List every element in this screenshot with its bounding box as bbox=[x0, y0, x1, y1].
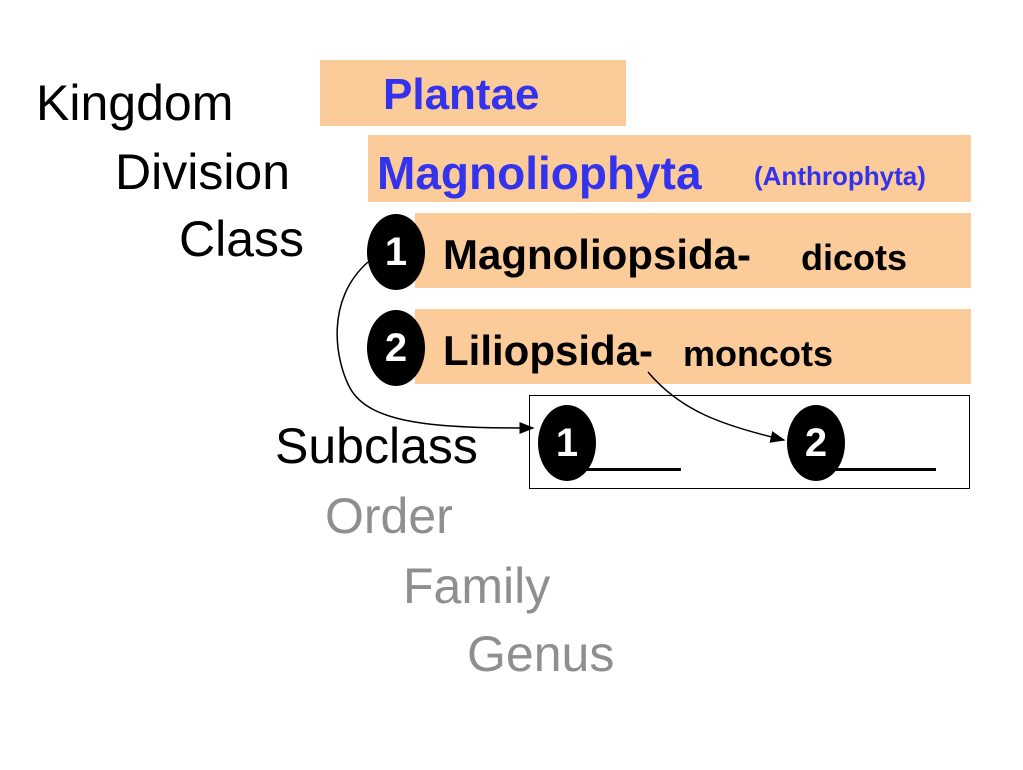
division-box: Magnoliophyta (Anthrophyta) bbox=[368, 135, 971, 202]
rank-genus: Genus bbox=[467, 626, 615, 682]
subclass-badge-1-number: 1 bbox=[555, 420, 579, 465]
class-common-moncots: moncots bbox=[683, 333, 834, 374]
subclass-badge-2-number: 2 bbox=[804, 420, 828, 465]
kingdom-box: Plantae bbox=[320, 60, 626, 126]
class-badge-1: 1 bbox=[367, 214, 425, 290]
rank-kingdom: Kingdom bbox=[36, 75, 234, 131]
division-alt-name: (Anthrophyta) bbox=[754, 161, 926, 191]
subclass-blank-1 bbox=[575, 468, 681, 471]
rank-division: Division bbox=[115, 144, 291, 200]
rank-order: Order bbox=[325, 488, 453, 544]
class-name-liliopsida: Liliopsida- bbox=[443, 327, 653, 374]
arrow-class2-to-subclass2 bbox=[647, 371, 786, 443]
class-badge-2-number: 2 bbox=[384, 325, 408, 370]
class-badge-1-number: 1 bbox=[384, 229, 408, 274]
class-box-moncots: Liliopsida- moncots bbox=[415, 309, 971, 384]
class-box-dicots: Magnoliopsida- dicots bbox=[415, 213, 971, 288]
rank-class: Class bbox=[179, 211, 305, 267]
class-badge-2: 2 bbox=[367, 310, 425, 386]
subclass-frame bbox=[529, 395, 970, 489]
class-common-dicots: dicots bbox=[801, 237, 908, 278]
subclass-blank-2 bbox=[830, 468, 936, 471]
rank-subclass: Subclass bbox=[275, 418, 478, 474]
arrow-class1-to-subclass1 bbox=[336, 261, 535, 434]
class-name-magnoliopsida: Magnoliopsida- bbox=[443, 231, 751, 278]
division-name: Magnoliophyta bbox=[377, 147, 702, 199]
rank-family: Family bbox=[403, 558, 551, 614]
kingdom-name: Plantae bbox=[383, 70, 540, 119]
subclass-badge-2: 2 bbox=[787, 405, 845, 481]
subclass-badge-1: 1 bbox=[538, 405, 596, 481]
